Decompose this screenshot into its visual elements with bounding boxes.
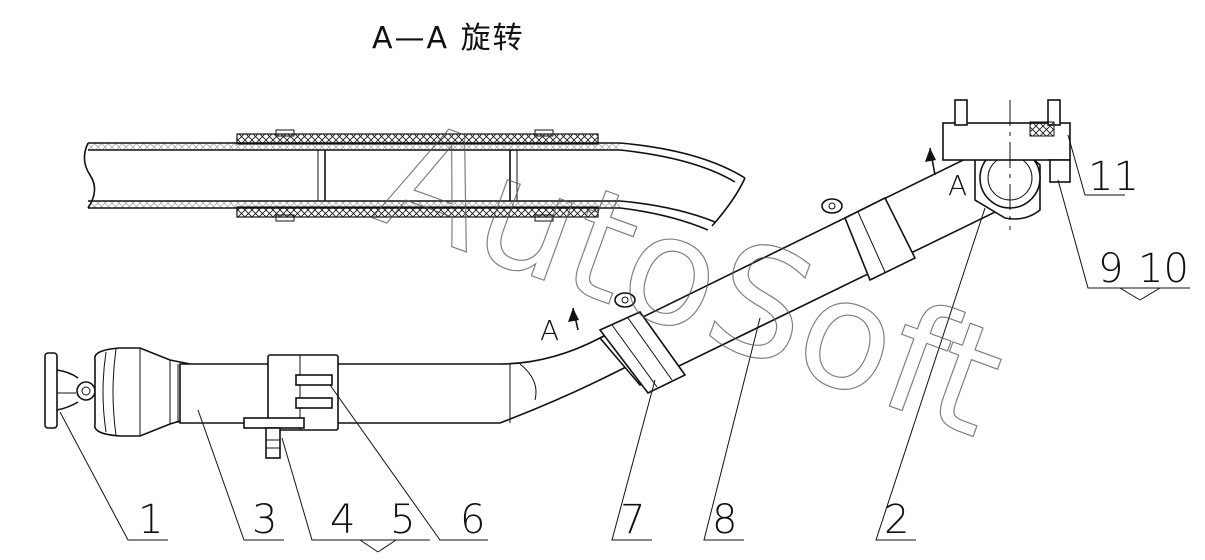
callout-7: 7 — [620, 497, 645, 543]
clamp-band-7 — [598, 292, 687, 395]
muffler — [93, 347, 191, 437]
section-mark-left: A — [540, 314, 559, 347]
callout-4: 4 — [330, 497, 355, 543]
tailpipe-flange — [44, 352, 96, 429]
callout-2: 2 — [884, 497, 909, 543]
section-view-a-a — [83, 129, 746, 231]
leader-lines — [59, 134, 1190, 553]
callout-6: 6 — [460, 497, 485, 543]
section-title: A—A 旋转 — [372, 21, 525, 56]
callout-9: 9 — [1098, 246, 1123, 292]
callout-11: 11 — [1088, 154, 1139, 200]
clamp-band-upper — [821, 196, 917, 282]
callout-10: 10 — [1138, 246, 1189, 292]
section-mark-right: A — [948, 169, 967, 202]
pipe-assembly — [44, 99, 1071, 459]
clamp-left — [243, 354, 339, 459]
callout-5: 5 — [390, 497, 415, 543]
callout-3: 3 — [252, 497, 277, 543]
callout-1: 1 — [138, 497, 163, 543]
callout-8: 8 — [712, 497, 737, 543]
